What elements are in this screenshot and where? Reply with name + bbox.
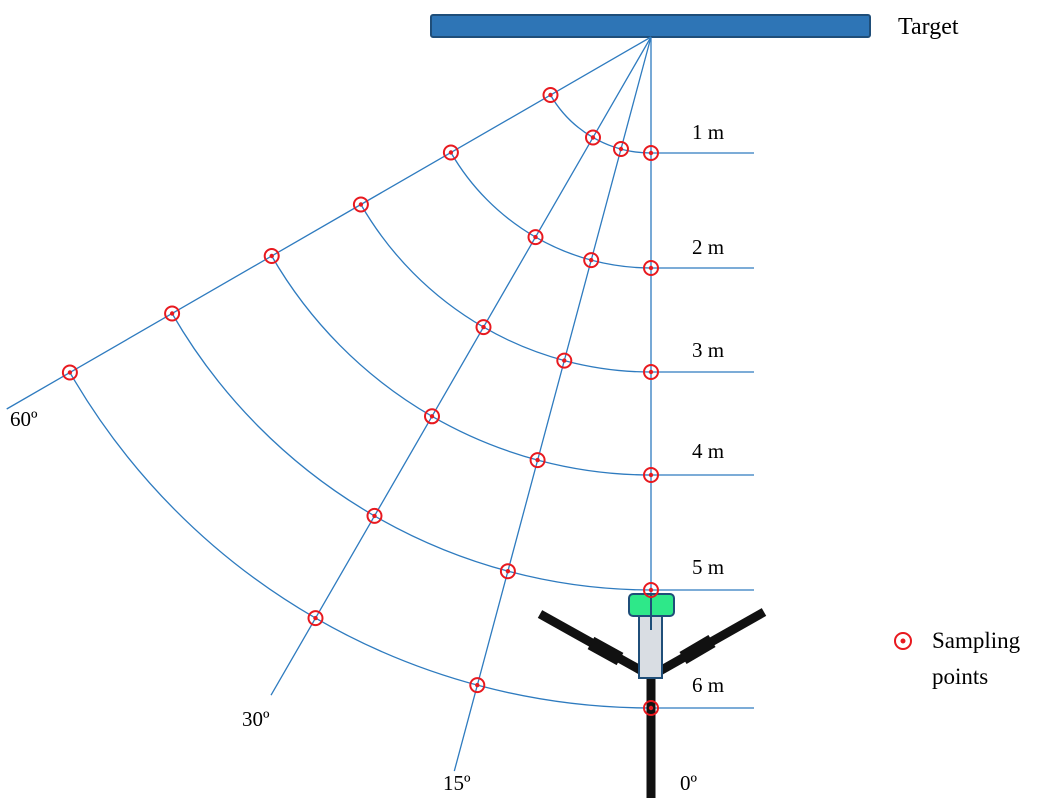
target-label: Target [898,14,959,40]
distance-label-1m: 1 m [692,120,724,144]
sampling-points [61,87,659,716]
sampling-point [469,677,486,694]
distance-reference-lines [651,152,754,709]
target-bar [430,14,871,38]
sampling-point [643,582,659,598]
angle-rays [6,36,652,797]
sampling-point [613,141,629,157]
sampling-point [61,364,78,381]
sampling-point [263,248,280,264]
distance-label-5m: 5 m [692,555,724,579]
robot-leg-left-joint [587,636,624,666]
sampling-point [529,452,546,469]
distance-label-3m: 3 m [692,338,724,362]
sampling-point [352,196,369,213]
distance-label-2m: 2 m [692,235,724,259]
sampling-point [542,87,559,103]
angle-label-60: 60º [10,407,38,431]
sampling-point [366,507,383,524]
angle-label-30: 30º [242,707,270,731]
angle-label-15: 15º [443,771,471,795]
sampling-point [643,364,659,380]
angle-labels: 60º 30º 15º 0º [10,407,698,795]
robot-icon [537,593,767,798]
legend: Sampling points [894,628,1021,689]
sampling-point [643,260,659,276]
sampling-point [307,610,324,627]
sampling-point [424,408,440,425]
sampling-point [643,145,659,161]
ray-15-deg [453,36,652,772]
sampling-point [643,700,659,716]
angle-label-0: 0º [680,771,698,795]
ray-60-deg [6,36,652,410]
legend-label-line2: points [932,664,988,689]
sampling-point [527,229,544,246]
legend-label-line1: Sampling [932,628,1021,653]
sampling-point [556,352,573,369]
distance-label-4m: 4 m [692,439,724,463]
distance-label-6m: 6 m [692,673,724,697]
distance-labels: 1 m 2 m 3 m 4 m 5 m 6 m [692,120,724,697]
sampling-point [583,252,600,269]
sampling-point [442,144,459,161]
robot-leg-right-joint [679,634,716,665]
sampling-point [585,129,601,146]
sampling-point [643,467,659,483]
sampling-point [475,319,492,336]
sampling-point-icon [894,632,912,650]
ray-30-deg [270,36,652,696]
sampling-point [164,305,181,322]
sampling-point [499,563,516,580]
